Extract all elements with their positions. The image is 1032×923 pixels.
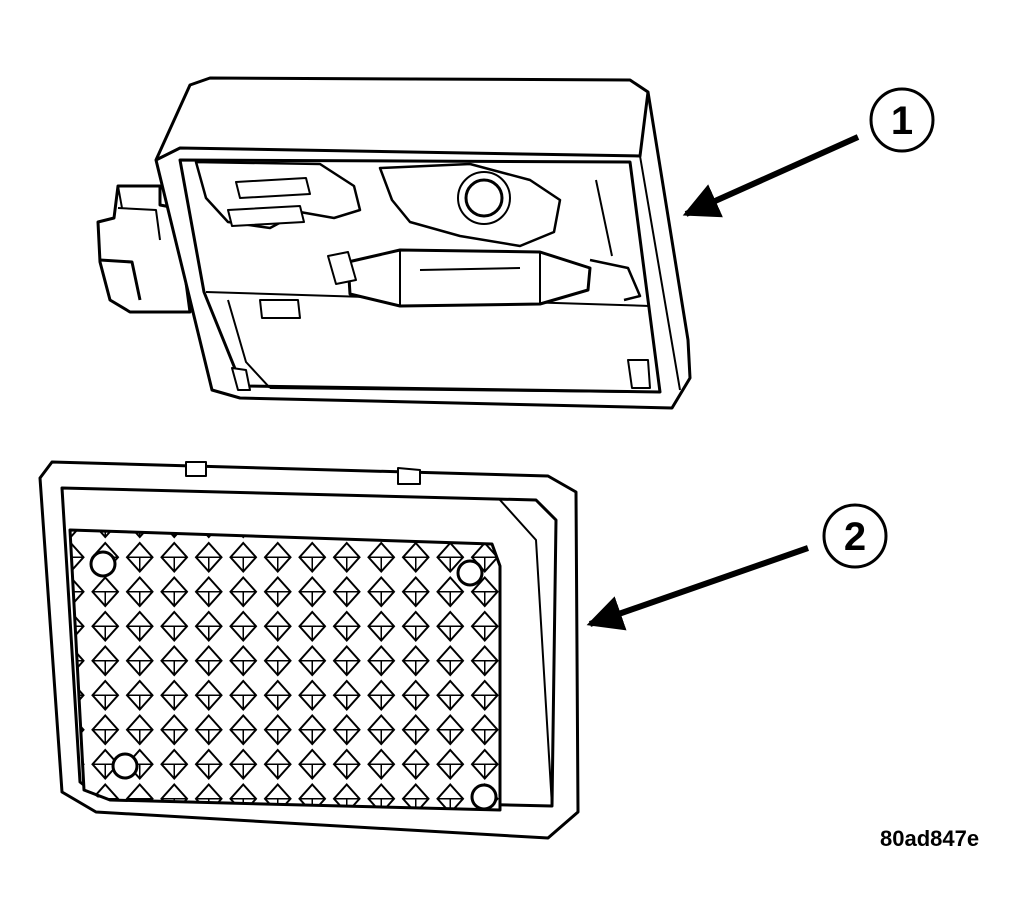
callout-number-1: 1: [891, 99, 913, 143]
festoon-bulb: [346, 248, 592, 308]
callout-number-2: 2: [844, 515, 866, 559]
leader-arrow-1: [682, 134, 860, 218]
prismatic-lens-face: [68, 528, 502, 812]
mounting-boss: [456, 559, 484, 587]
callout-1: 1: [682, 87, 935, 218]
mounting-boss: [89, 550, 117, 578]
mounting-boss: [111, 752, 139, 780]
holder-screw: [464, 178, 504, 218]
callout-circle-1: [869, 87, 935, 153]
callout-2: 2: [586, 503, 888, 631]
figure-code: 80ad847e: [880, 826, 980, 851]
lamp-housing: [96, 76, 692, 410]
leader-arrow-2: [586, 545, 809, 631]
lamp-lens: [38, 460, 580, 840]
electrical-connector: [96, 184, 192, 314]
callout-circle-2: [822, 503, 888, 569]
mounting-boss: [470, 783, 498, 811]
